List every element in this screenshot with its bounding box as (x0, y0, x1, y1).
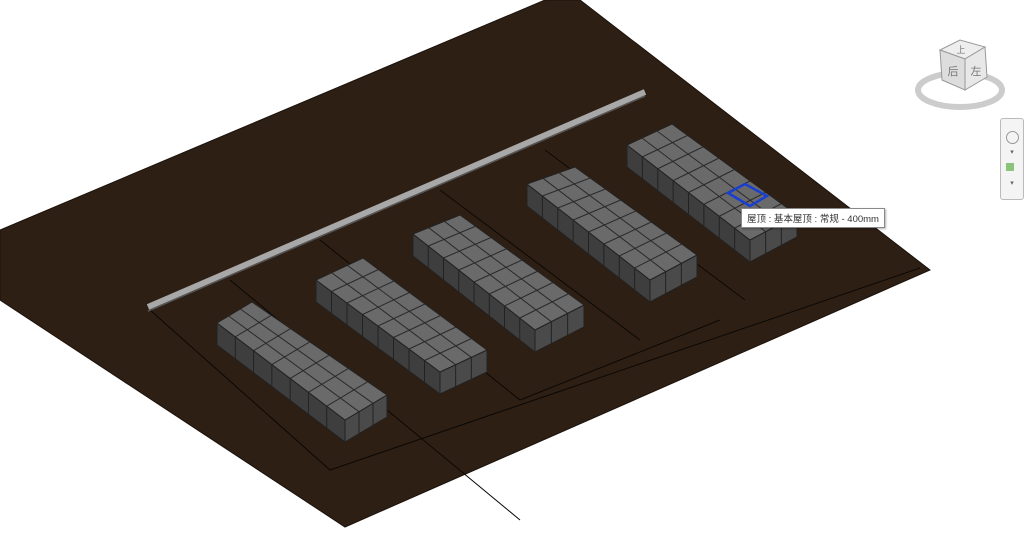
panel-line (634, 243, 682, 269)
panel-line (228, 315, 360, 413)
panel-line (347, 264, 472, 358)
element-tooltip: 屋顶 : 基本屋顶 : 常规 - 400mm (741, 208, 885, 228)
panel-line (542, 177, 591, 197)
roof-block[interactable] (525, 166, 698, 304)
cube-face-left[interactable]: 左 (971, 65, 982, 78)
panel-line (444, 220, 568, 314)
panel-line (240, 308, 374, 404)
panel-line (557, 188, 606, 209)
panel-line (271, 341, 311, 366)
panel-line (253, 328, 291, 352)
panel-line (672, 157, 720, 182)
panel-line (289, 354, 330, 379)
panel-line (308, 367, 349, 393)
panel-line (519, 293, 569, 319)
panel-line (588, 210, 637, 233)
panel-line (473, 259, 523, 283)
panel-line (326, 381, 368, 407)
panel-line (656, 130, 782, 224)
panel-line (362, 292, 410, 315)
navigation-bar: ▾ ▾ (1000, 118, 1024, 200)
panel-line (504, 282, 554, 307)
panel-line (619, 232, 667, 257)
panel-line (603, 221, 652, 245)
zoom-region-icon[interactable] (1006, 163, 1014, 171)
roof-block[interactable] (412, 214, 585, 354)
panel-line (558, 172, 682, 264)
cube-top-label[interactable]: 上 (956, 45, 965, 55)
panel-line (346, 280, 395, 304)
panel-line (719, 191, 766, 217)
selected-roof-highlight[interactable] (725, 182, 770, 208)
cube-face-back[interactable]: 后 (948, 65, 959, 78)
panel-line (542, 177, 666, 273)
chevron-down-icon[interactable]: ▾ (1010, 149, 1014, 156)
gutter-rail (146, 89, 647, 310)
panel-line (458, 248, 507, 271)
panel-line (428, 225, 476, 247)
panel-line (235, 314, 272, 338)
panel-line (657, 146, 704, 170)
panel-line (688, 169, 735, 193)
panel-line (428, 227, 552, 323)
panel-line (642, 134, 688, 158)
panel-line (424, 338, 472, 361)
panel-line (331, 269, 379, 292)
chevron-down-icon[interactable]: ▾ (1010, 180, 1014, 187)
roof-block[interactable] (216, 301, 388, 444)
panel-line (572, 199, 621, 221)
view-cube[interactable]: 上 后 左 (915, 35, 1010, 110)
panel-line (331, 272, 456, 366)
gutter-shadow (147, 95, 646, 312)
roof-block[interactable] (315, 257, 488, 395)
panel-line (489, 270, 538, 295)
steering-wheel-icon[interactable] (1006, 131, 1019, 144)
panel-line (408, 326, 457, 350)
panel-line (393, 315, 441, 338)
panel-line (377, 303, 426, 327)
panel-line (443, 237, 492, 259)
